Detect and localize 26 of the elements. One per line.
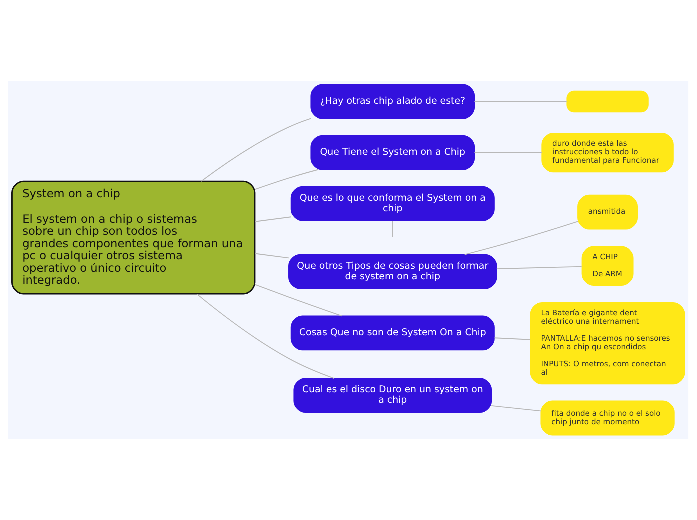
connector [464, 221, 578, 256]
connector [392, 220, 394, 238]
connector [254, 169, 319, 190]
node-box: Que otros Tipos de cosas pueden formar de system on a chip [288, 254, 498, 290]
node-box: Que Tiene el System on a Chip [310, 135, 476, 170]
connector [474, 152, 542, 154]
connector [200, 118, 312, 182]
node-box: La Batería e gigante dent eléctrico una internament PANTALLA:E hacemos no sensores An On a chip qu escondidos INPUTS: O metros, com conectan al [530, 302, 686, 385]
node-box: Cual es el disco Duro en un system on a chip [294, 378, 492, 414]
node-box: A CHIP De ARM [582, 246, 634, 286]
node-box: System on a chip El system on a chip o sistemas sobre un chip son todos los grandes componentes que forman una pc o cualquier otros sistema operativo o único circuito integrado. [12, 180, 256, 295]
node-box: fita donde a chip no o el solo chip junto de momento [540, 400, 675, 436]
connector [254, 284, 343, 317]
connector [494, 338, 531, 340]
node-box: ¿Hay otras chip alado de este? [310, 84, 476, 120]
connector [474, 101, 568, 102]
connector [491, 405, 542, 412]
connector [254, 253, 290, 259]
node-box: Que es lo que conforma el System on a chip [290, 186, 495, 222]
node-box: duro donde esta las instrucciones b todo lo fundamental para Funcionar [542, 132, 674, 173]
connector [196, 294, 335, 379]
node-box [566, 90, 649, 113]
node-box: Cosas Que no son de System On a Chip [290, 316, 495, 351]
connector [254, 216, 292, 222]
connector [496, 266, 582, 270]
node-box: ansmitida [578, 194, 638, 230]
